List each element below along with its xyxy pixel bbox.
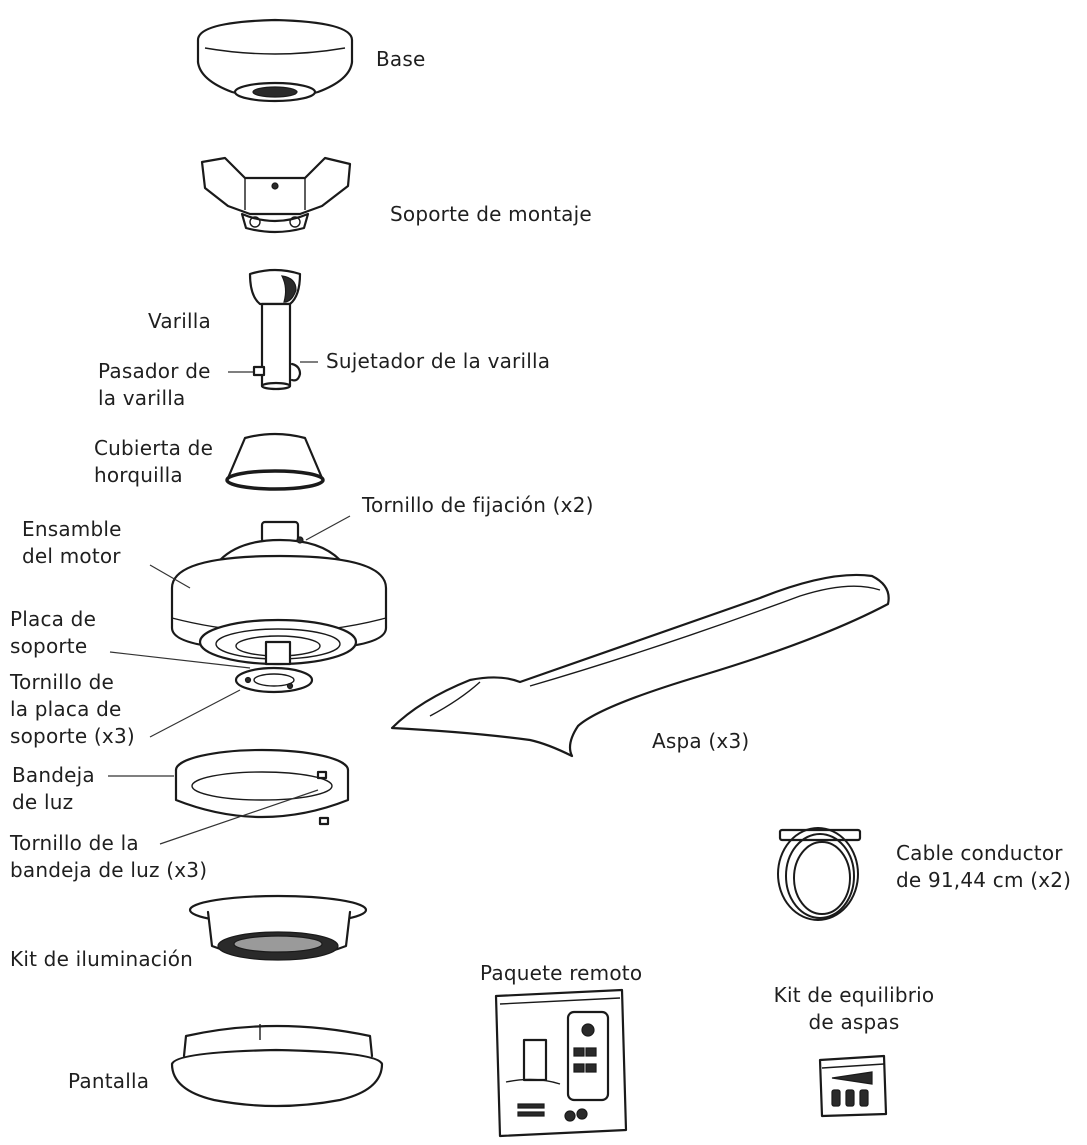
label-motor-assembly-line: del motor <box>22 544 121 568</box>
label-lead-wire-line: de 91,44 cm (x2) <box>896 868 1072 892</box>
label-lead-wire: Cable conductor de 91,44 cm (x2) <box>896 840 1071 894</box>
label-mounting-plate-line: Placa de <box>10 607 97 631</box>
label-downrod-pin: Pasador de la varilla <box>98 358 211 412</box>
label-motor-assembly: Ensamble del motor <box>22 516 122 570</box>
base-drawing <box>196 18 354 103</box>
remote-package-drawing <box>494 988 628 1138</box>
label-yoke-cover: Cubierta de horquilla <box>94 435 213 489</box>
yoke-cover-drawing <box>225 432 325 491</box>
label-mounting-plate-line: soporte <box>10 634 88 658</box>
label-yoke-cover-line: horquilla <box>94 463 183 487</box>
label-mounting-plate: Placa de soporte <box>10 606 96 660</box>
label-mounting-plate-screw-line: soporte (x3) <box>10 724 135 748</box>
light-kit-drawing <box>188 894 368 961</box>
label-mounting-plate-screw: Tornillo de la placa de soporte (x3) <box>10 669 135 750</box>
mounting-bracket-drawing <box>200 156 352 234</box>
label-light-tray-line: Bandeja <box>12 763 95 787</box>
label-balance-kit-line: de aspas <box>808 1010 900 1034</box>
downrod-drawing <box>228 268 318 391</box>
label-light-tray-screw-line: Tornillo de la <box>10 831 139 855</box>
label-yoke-cover-line: Cubierta de <box>94 436 214 460</box>
label-set-screw: Tornillo de fijación (x2) <box>362 493 594 517</box>
label-base: Base <box>376 47 426 71</box>
label-light-tray-line: de luz <box>12 790 74 814</box>
label-mounting-bracket: Soporte de montaje <box>390 202 592 226</box>
label-shade: Pantalla <box>68 1069 150 1093</box>
mounting-plate-drawing <box>149 666 314 738</box>
blade-drawing <box>390 573 890 758</box>
label-downrod-pin-line: la varilla <box>98 386 186 410</box>
lead-wire-drawing <box>777 827 862 921</box>
label-lead-wire-line: Cable conductor <box>896 841 1063 865</box>
label-blade: Aspa (x3) <box>652 729 750 753</box>
label-light-tray-screw-line: bandeja de luz (x3) <box>10 858 208 882</box>
label-light-tray: Bandeja de luz <box>12 762 95 816</box>
balance-kit-drawing <box>818 1054 888 1118</box>
label-remote-package: Paquete remoto <box>480 961 643 985</box>
label-downrod: Varilla <box>148 309 211 333</box>
label-mounting-plate-screw-line: la placa de <box>10 697 122 721</box>
motor-assembly-drawing <box>109 515 388 669</box>
label-mounting-plate-screw-line: Tornillo de <box>10 670 115 694</box>
label-balance-kit-line: Kit de equilibrio <box>773 983 935 1007</box>
light-tray-drawing <box>108 748 350 845</box>
label-light-kit: Kit de iluminación <box>10 947 194 971</box>
label-motor-assembly-line: Ensamble <box>22 517 122 541</box>
label-downrod-clip: Sujetador de la varilla <box>326 349 551 373</box>
label-balance-kit: Kit de equilibrio de aspas <box>766 982 942 1036</box>
label-downrod-pin-line: Pasador de <box>98 359 211 383</box>
label-light-tray-screw: Tornillo de la bandeja de luz (x3) <box>10 830 207 884</box>
shade-drawing <box>170 1024 384 1108</box>
